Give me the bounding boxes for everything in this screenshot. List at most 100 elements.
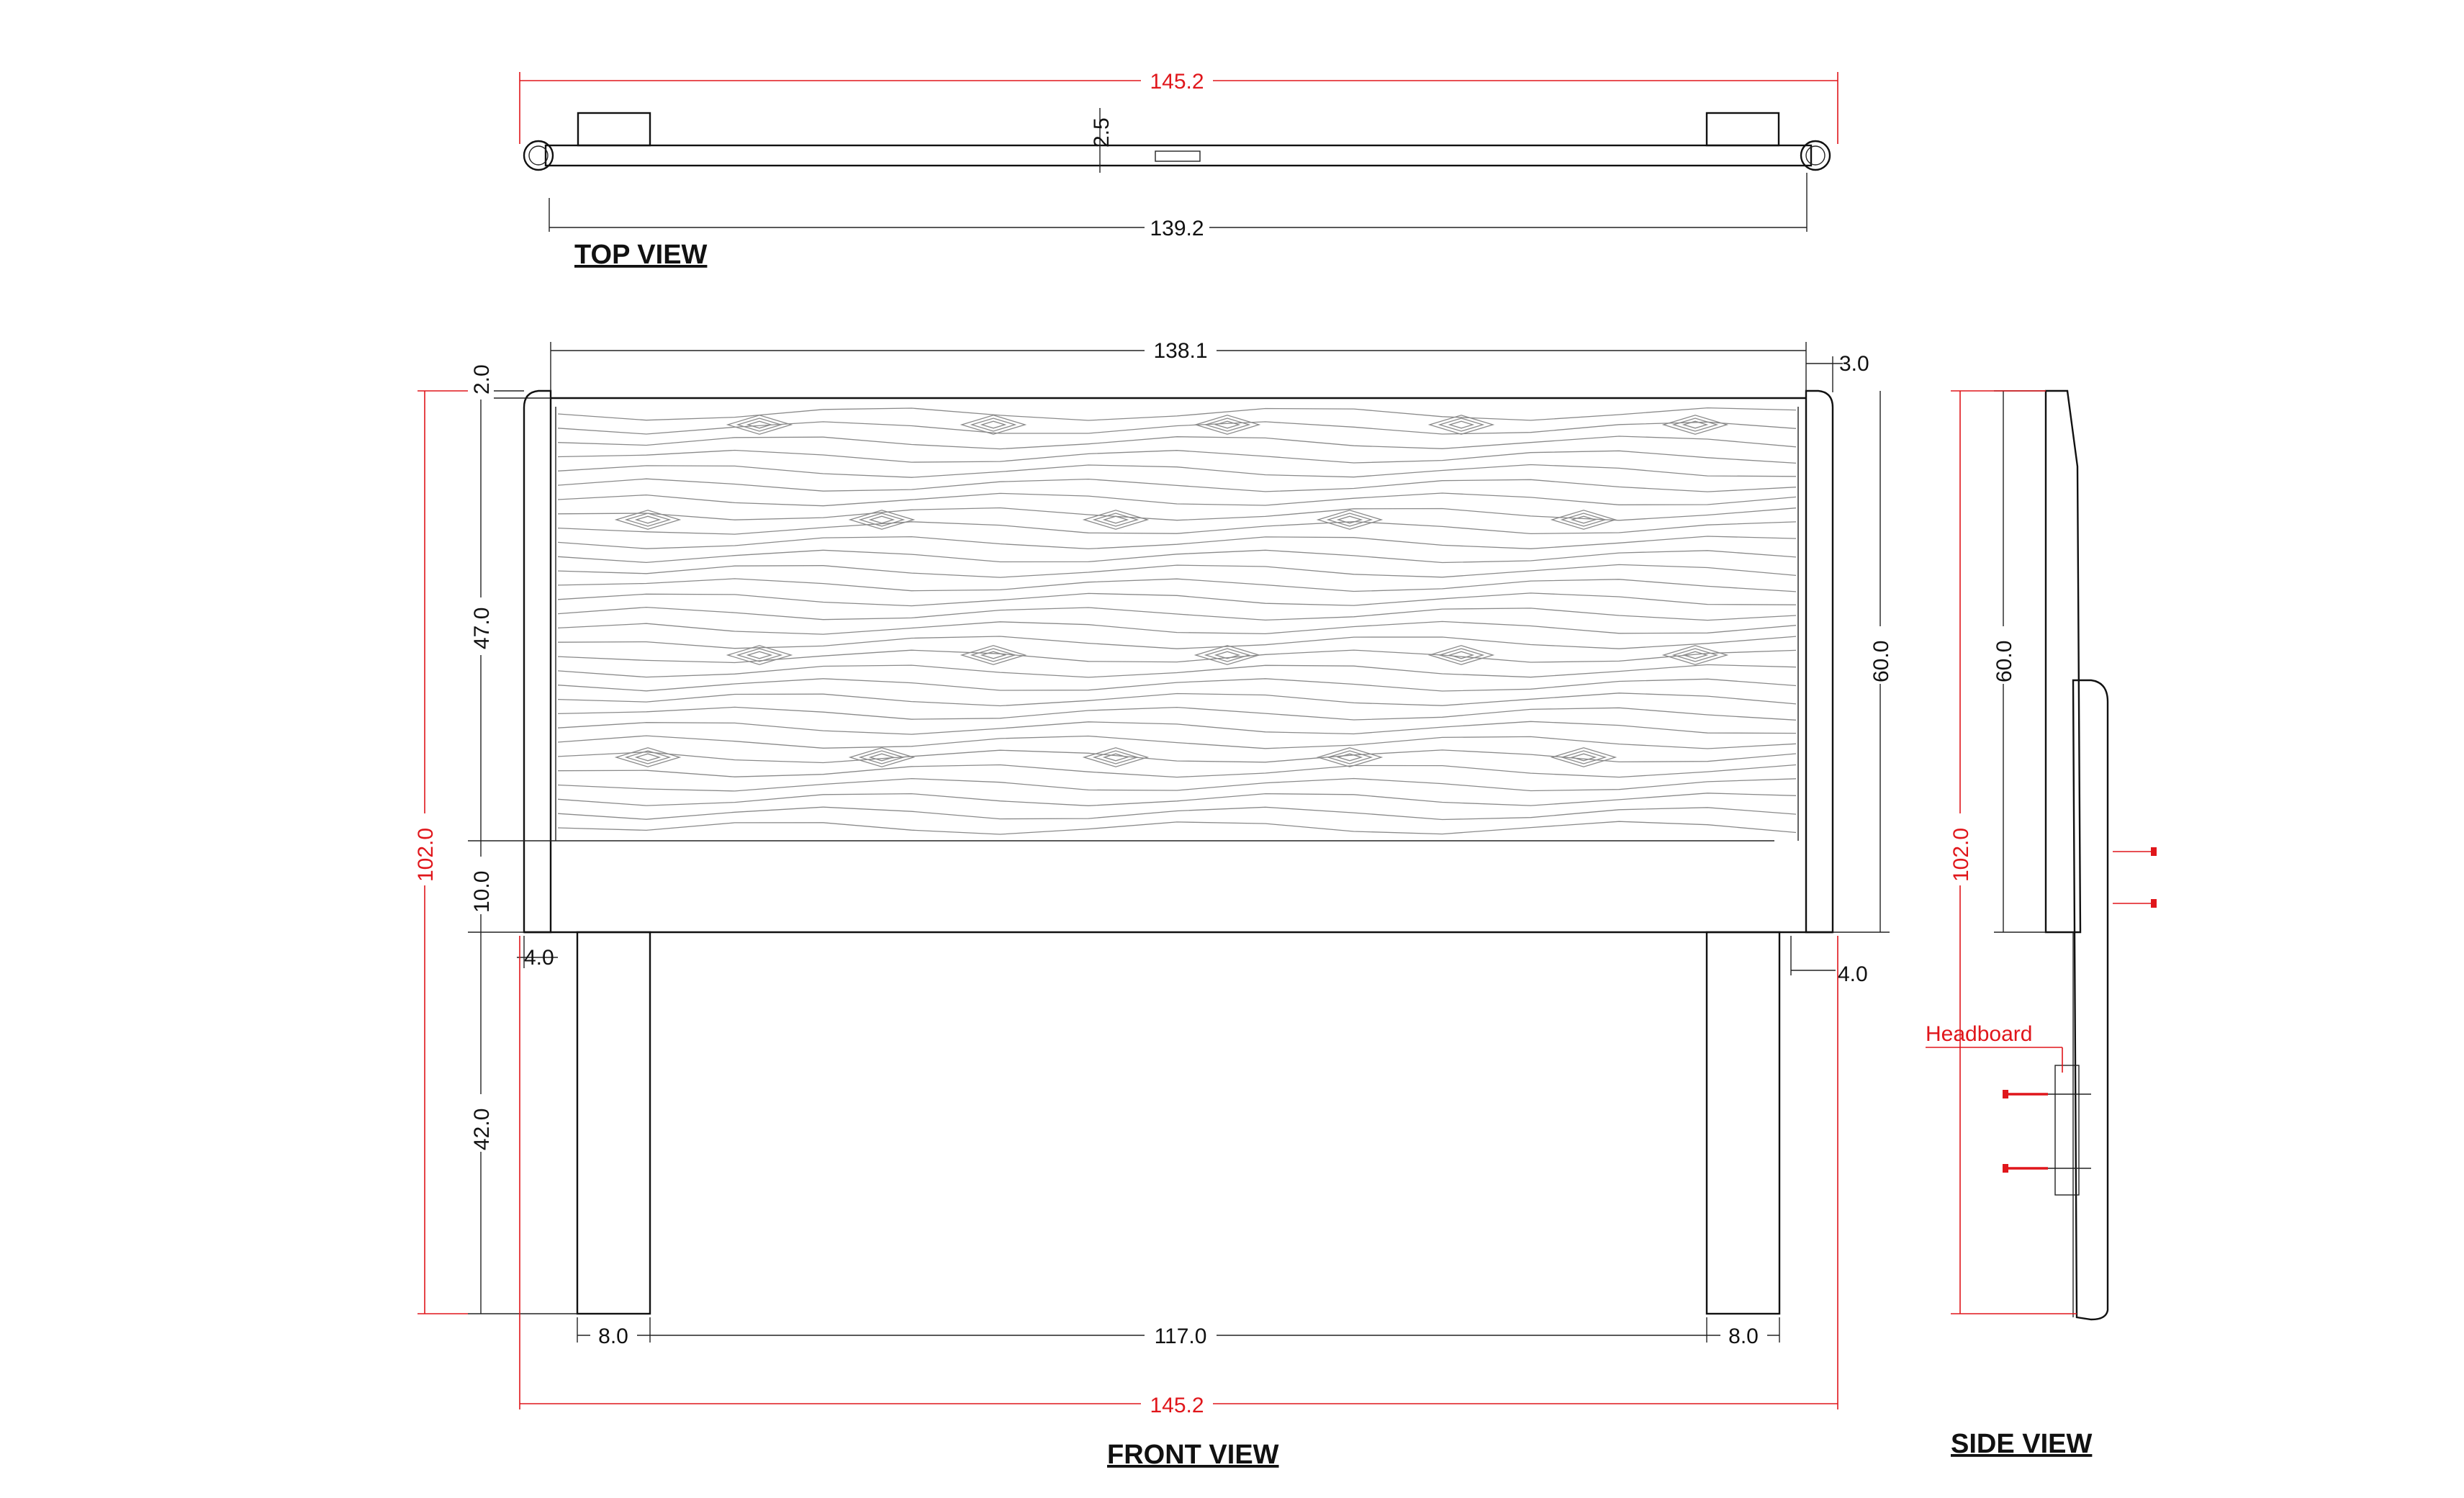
grain-knot bbox=[980, 420, 1007, 429]
grain-knot bbox=[858, 513, 906, 527]
front-board-height-dimension: 60.0 bbox=[1833, 391, 1895, 933]
side-overall-height-dimension: 102.0 bbox=[1946, 390, 2077, 1314]
grain-line bbox=[557, 507, 1797, 521]
grain-knot bbox=[736, 648, 783, 662]
top-center-bracket bbox=[1155, 150, 1201, 162]
grain-line bbox=[557, 564, 1797, 578]
grain-line bbox=[557, 436, 1797, 450]
grain-line bbox=[557, 721, 1797, 735]
grain-line bbox=[557, 664, 1797, 678]
grain-knot bbox=[1193, 645, 1261, 665]
grain-line bbox=[557, 592, 1797, 607]
grain-line bbox=[557, 735, 1797, 749]
grain-knot bbox=[1448, 420, 1475, 429]
grain-line bbox=[557, 449, 1797, 464]
top-view: 145.2 2.5 139.2 TOP VIEW bbox=[519, 69, 1838, 270]
grain-knot bbox=[624, 750, 672, 764]
grain-line bbox=[557, 549, 1797, 564]
front-leg-right bbox=[1705, 931, 1781, 1315]
top-block-right bbox=[1705, 112, 1780, 147]
side-board-height-dimension: 60.0 bbox=[1989, 390, 2046, 933]
grain-knot bbox=[1336, 515, 1363, 524]
front-view: 138.1 3.0 2.0 47.0 10.0 42.0 bbox=[410, 338, 1895, 1470]
grain-knot bbox=[1550, 747, 1617, 767]
grain-line bbox=[557, 492, 1797, 507]
top-post-right bbox=[1800, 140, 1831, 171]
top-overall-dimension: 145.2 bbox=[519, 69, 1838, 144]
grain-knot bbox=[1102, 753, 1129, 762]
grain-knot bbox=[1448, 651, 1475, 659]
grain-knot bbox=[1092, 750, 1140, 764]
grain-line bbox=[557, 464, 1797, 478]
grain-line bbox=[557, 764, 1797, 778]
grain-knot bbox=[726, 645, 793, 665]
grain-knot bbox=[970, 648, 1017, 662]
front-panel-width-dimension: 138.1 bbox=[550, 338, 1807, 391]
side-board-height-value: 60.0 bbox=[1993, 641, 2016, 682]
grain-knot bbox=[1682, 420, 1709, 429]
side-view-title: SIDE VIEW bbox=[1951, 1429, 2092, 1459]
front-leg-gap-value: 117.0 bbox=[1155, 1325, 1207, 1348]
front-overall-width-value: 145.2 bbox=[1150, 1394, 1204, 1417]
grain-knot bbox=[1427, 645, 1495, 665]
grain-knot bbox=[1193, 415, 1261, 435]
side-view: Headboard 60.0 102.0 SIDE VIEW bbox=[1926, 389, 2157, 1459]
front-board-height-value: 60.0 bbox=[1869, 641, 1893, 682]
grain-line bbox=[557, 692, 1797, 707]
grain-knot bbox=[1438, 648, 1485, 662]
grain-line bbox=[557, 520, 1797, 535]
front-top-gap-value: 2.0 bbox=[470, 364, 494, 394]
front-leg-width-right-value: 8.0 bbox=[1728, 1325, 1759, 1348]
grain-knot bbox=[1204, 418, 1251, 432]
grain-knot bbox=[1560, 750, 1607, 764]
top-board bbox=[544, 144, 1813, 167]
grain-line bbox=[557, 793, 1797, 806]
top-post-left bbox=[523, 140, 554, 171]
grain-knot bbox=[1438, 418, 1485, 432]
grain-knot bbox=[1570, 753, 1597, 762]
grain-knot bbox=[1570, 515, 1597, 524]
side-headboard-profile bbox=[2044, 389, 2082, 934]
grain-knot bbox=[1316, 510, 1384, 530]
grain-line bbox=[557, 806, 1797, 821]
grain-knot bbox=[1082, 747, 1150, 767]
front-overall-height-dimension: 102.0 bbox=[410, 390, 468, 1314]
side-bracket bbox=[2054, 1065, 2080, 1196]
grain-line bbox=[557, 536, 1797, 550]
front-leg-dimensions: 8.0 117.0 8.0 bbox=[577, 1317, 1780, 1348]
top-view-title: TOP VIEW bbox=[574, 240, 708, 270]
front-post-left bbox=[523, 389, 552, 934]
grain-knot bbox=[1204, 648, 1251, 662]
grain-knot bbox=[1560, 513, 1607, 527]
grain-knot bbox=[1661, 415, 1729, 435]
grain-line bbox=[557, 706, 1797, 721]
front-panel-height-value: 47.0 bbox=[470, 608, 494, 649]
side-headboard-label: Headboard bbox=[1926, 1022, 2032, 1046]
front-wood-grain-panel bbox=[557, 407, 1797, 835]
grain-line bbox=[557, 478, 1797, 492]
grain-knot bbox=[1336, 753, 1363, 762]
grain-line bbox=[557, 777, 1797, 792]
grain-knot bbox=[746, 651, 773, 659]
grain-line bbox=[557, 407, 1797, 421]
front-leg-height-value: 42.0 bbox=[470, 1109, 494, 1150]
front-leg-width-left-value: 8.0 bbox=[598, 1325, 628, 1348]
grain-knot bbox=[1214, 420, 1241, 429]
grain-knot bbox=[1102, 515, 1129, 524]
front-left-inset-value: 4.0 bbox=[524, 946, 554, 970]
grain-knot bbox=[1682, 651, 1709, 659]
grain-line bbox=[557, 421, 1797, 435]
front-view-title: FRONT VIEW bbox=[1107, 1440, 1279, 1470]
grain-line bbox=[557, 621, 1797, 635]
grain-knot bbox=[634, 753, 662, 762]
grain-line bbox=[557, 606, 1797, 621]
grain-knot bbox=[848, 510, 916, 530]
grain-line bbox=[557, 821, 1797, 835]
grain-line bbox=[557, 578, 1797, 592]
top-overall-value: 145.2 bbox=[1150, 70, 1204, 94]
grain-knot bbox=[614, 747, 682, 767]
grain-knot bbox=[1671, 418, 1719, 432]
front-right-inset-value: 4.0 bbox=[1838, 962, 1868, 986]
side-overall-height-value: 102.0 bbox=[1949, 828, 1973, 882]
grain-knot bbox=[746, 420, 773, 429]
